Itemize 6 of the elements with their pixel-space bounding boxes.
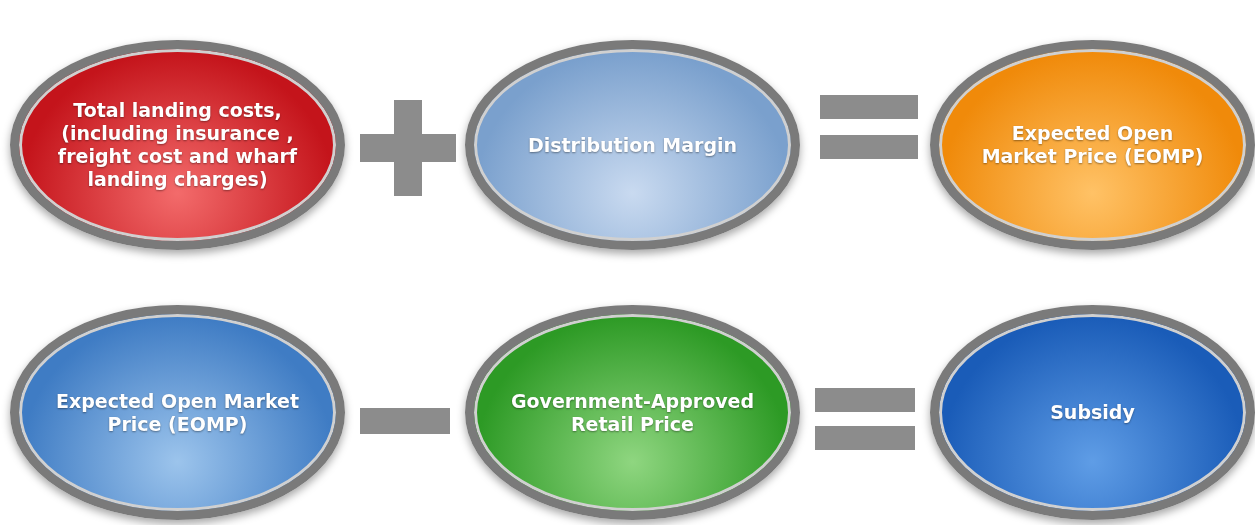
node-text: Government-Approved Retail Price <box>509 389 756 436</box>
node-text: Total landing costs, (including insurance , freight cost and wharf landing charges) <box>56 99 299 191</box>
node-text: Distribution Margin <box>526 133 739 157</box>
node-text: Expected Open Market Price (EOMP) <box>980 122 1205 168</box>
node-text: Subsidy <box>1049 401 1136 424</box>
node-text: Expected Open Market Price (EOMP) <box>54 389 301 436</box>
